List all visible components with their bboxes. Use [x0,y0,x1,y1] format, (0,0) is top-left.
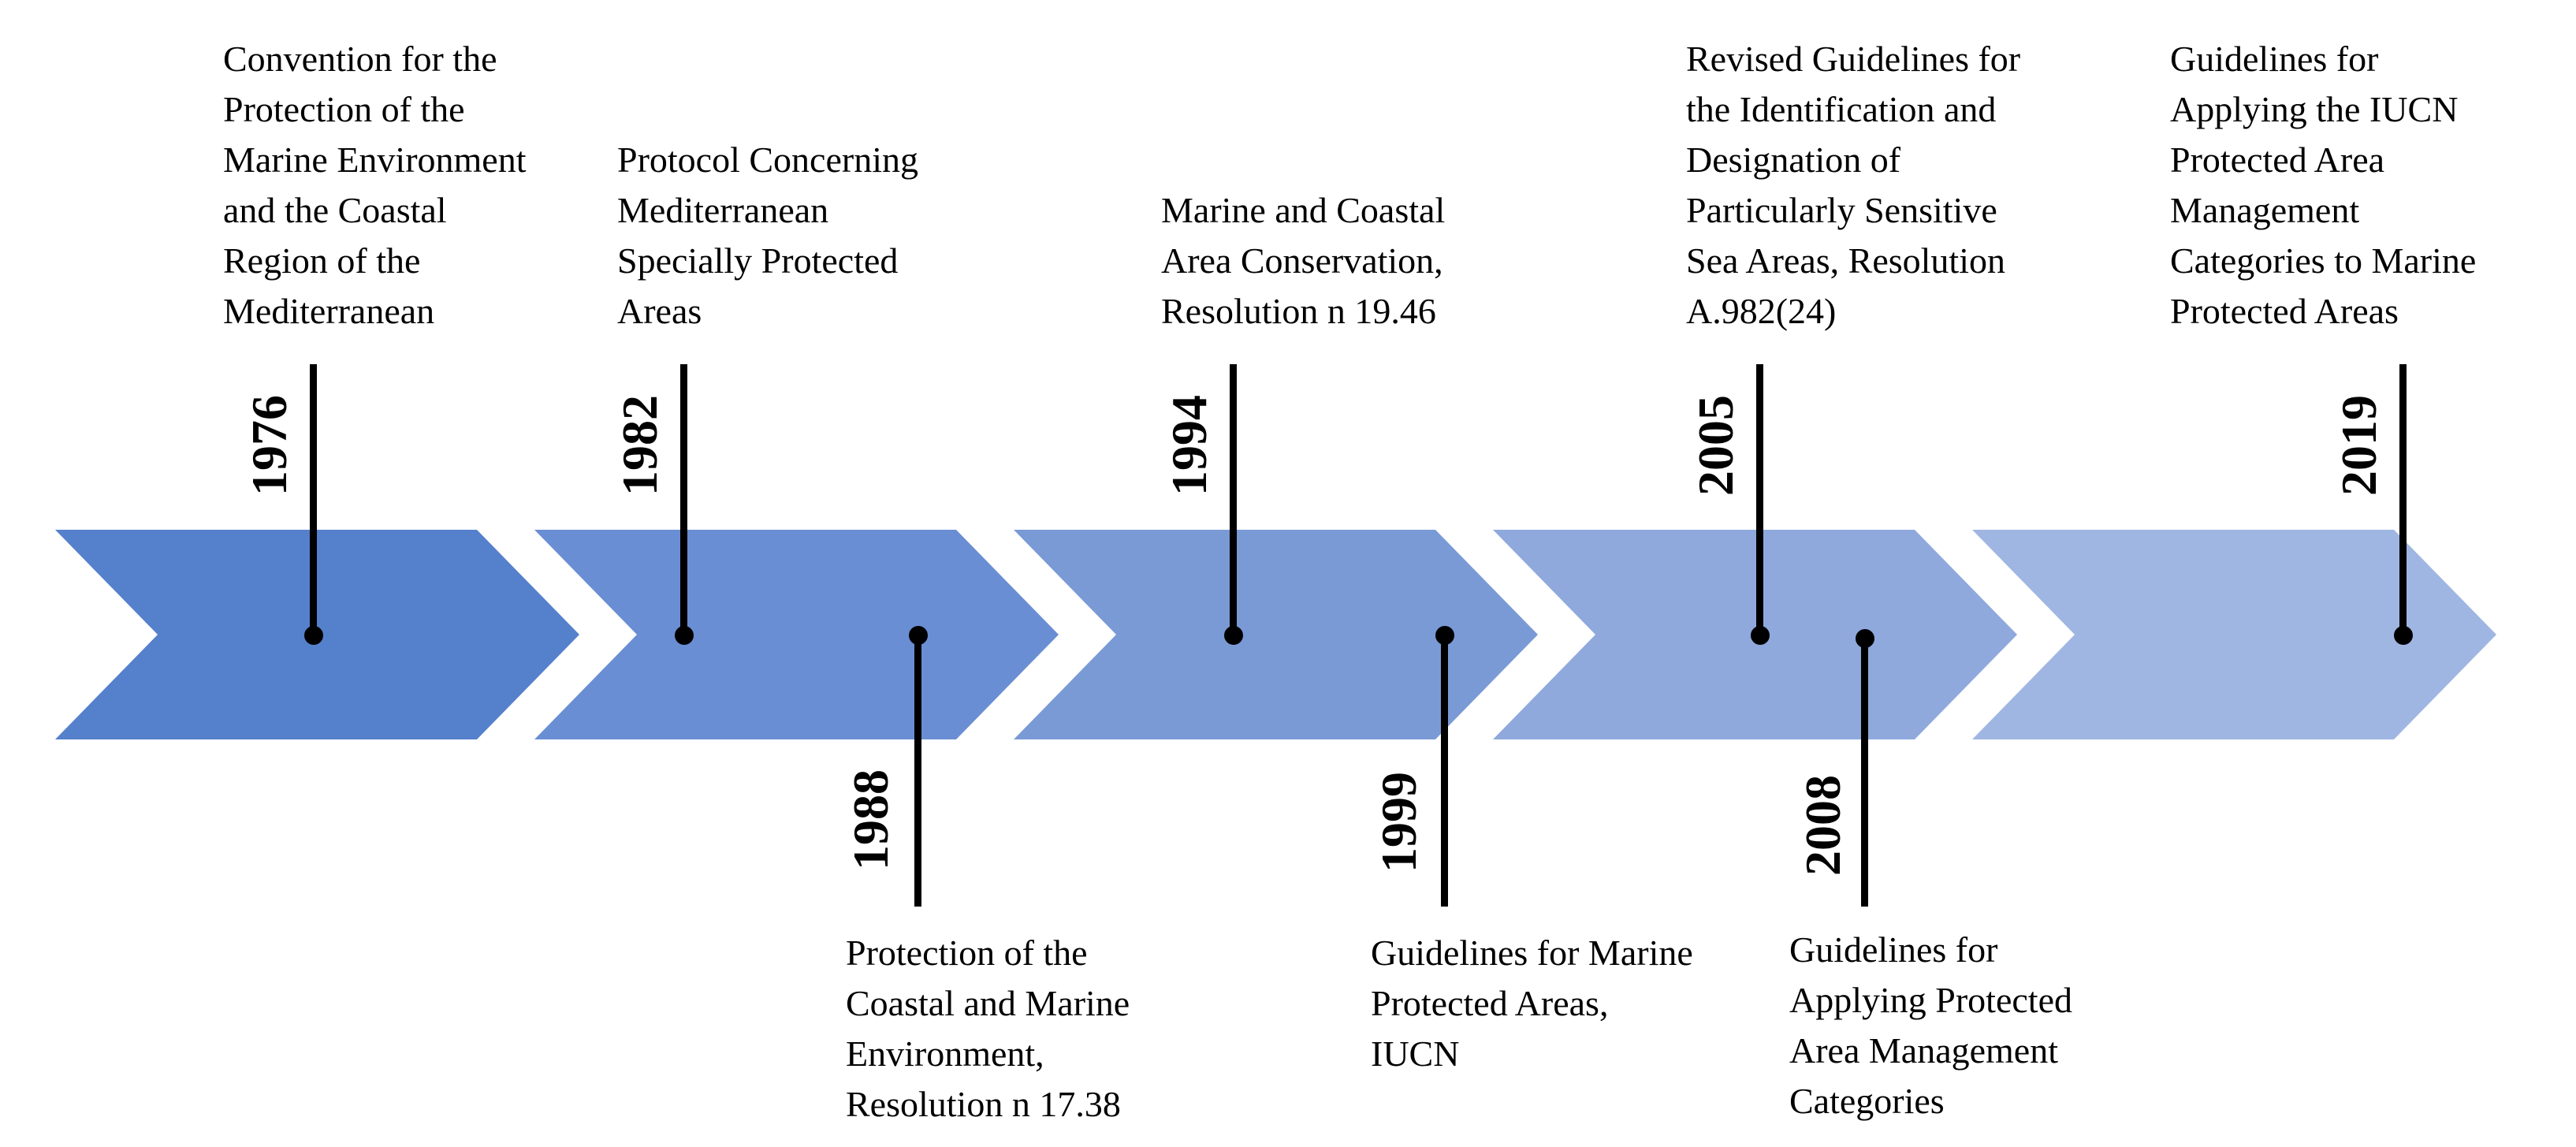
chevron-2 [534,530,1059,739]
event-1976-marker [304,626,323,645]
event-1982-description: Protocol Concerning Mediterranean Specia… [617,140,918,331]
event-1988-description: Protection of the Coastal and Marine Env… [846,933,1130,1124]
event-1976-description: Convention for the Protection of the Mar… [223,39,527,331]
event-1994-stem [1230,364,1237,635]
event-2019-year: 2019 [2331,395,2387,496]
event-1982-stem [680,364,687,635]
event-1982-year: 1982 [612,395,668,496]
event-2005-description: Revised Guidelines for the Identificatio… [1686,39,2021,331]
event-2008-marker [1856,629,1874,648]
event-1988-stem [914,635,921,907]
event-2008-year: 2008 [1795,775,1851,876]
event-1976-year: 1976 [241,395,297,496]
event-2008-stem [1861,639,1868,907]
event-1999-stem [1441,635,1448,907]
event-1994-description: Marine and Coastal Area Conservation, Re… [1161,190,1446,331]
event-1982-marker [675,626,694,645]
event-2019-marker [2394,626,2413,645]
event-2005-year: 2005 [1688,395,1744,496]
chevron-3 [1014,530,1538,739]
event-2008-description: Guidelines for Applying Protected Area M… [1789,929,2072,1121]
event-1999-description: Guidelines for Marine Protected Areas, I… [1371,933,1693,1074]
event-1999-marker [1435,626,1454,645]
event-2005-marker [1751,626,1770,645]
chevron-5 [1972,530,2496,739]
event-1988-marker [909,626,928,645]
event-1999-year: 1999 [1371,772,1427,873]
event-1988-year: 1988 [843,769,899,870]
event-2005-stem [1756,364,1763,635]
event-1976-stem [310,364,317,635]
event-1994-year: 1994 [1161,395,1217,496]
event-1994-marker [1224,626,1243,645]
event-2019-stem [2399,364,2407,635]
event-2019-description: Guidelines for Applying the IUCN Protect… [2170,39,2477,331]
